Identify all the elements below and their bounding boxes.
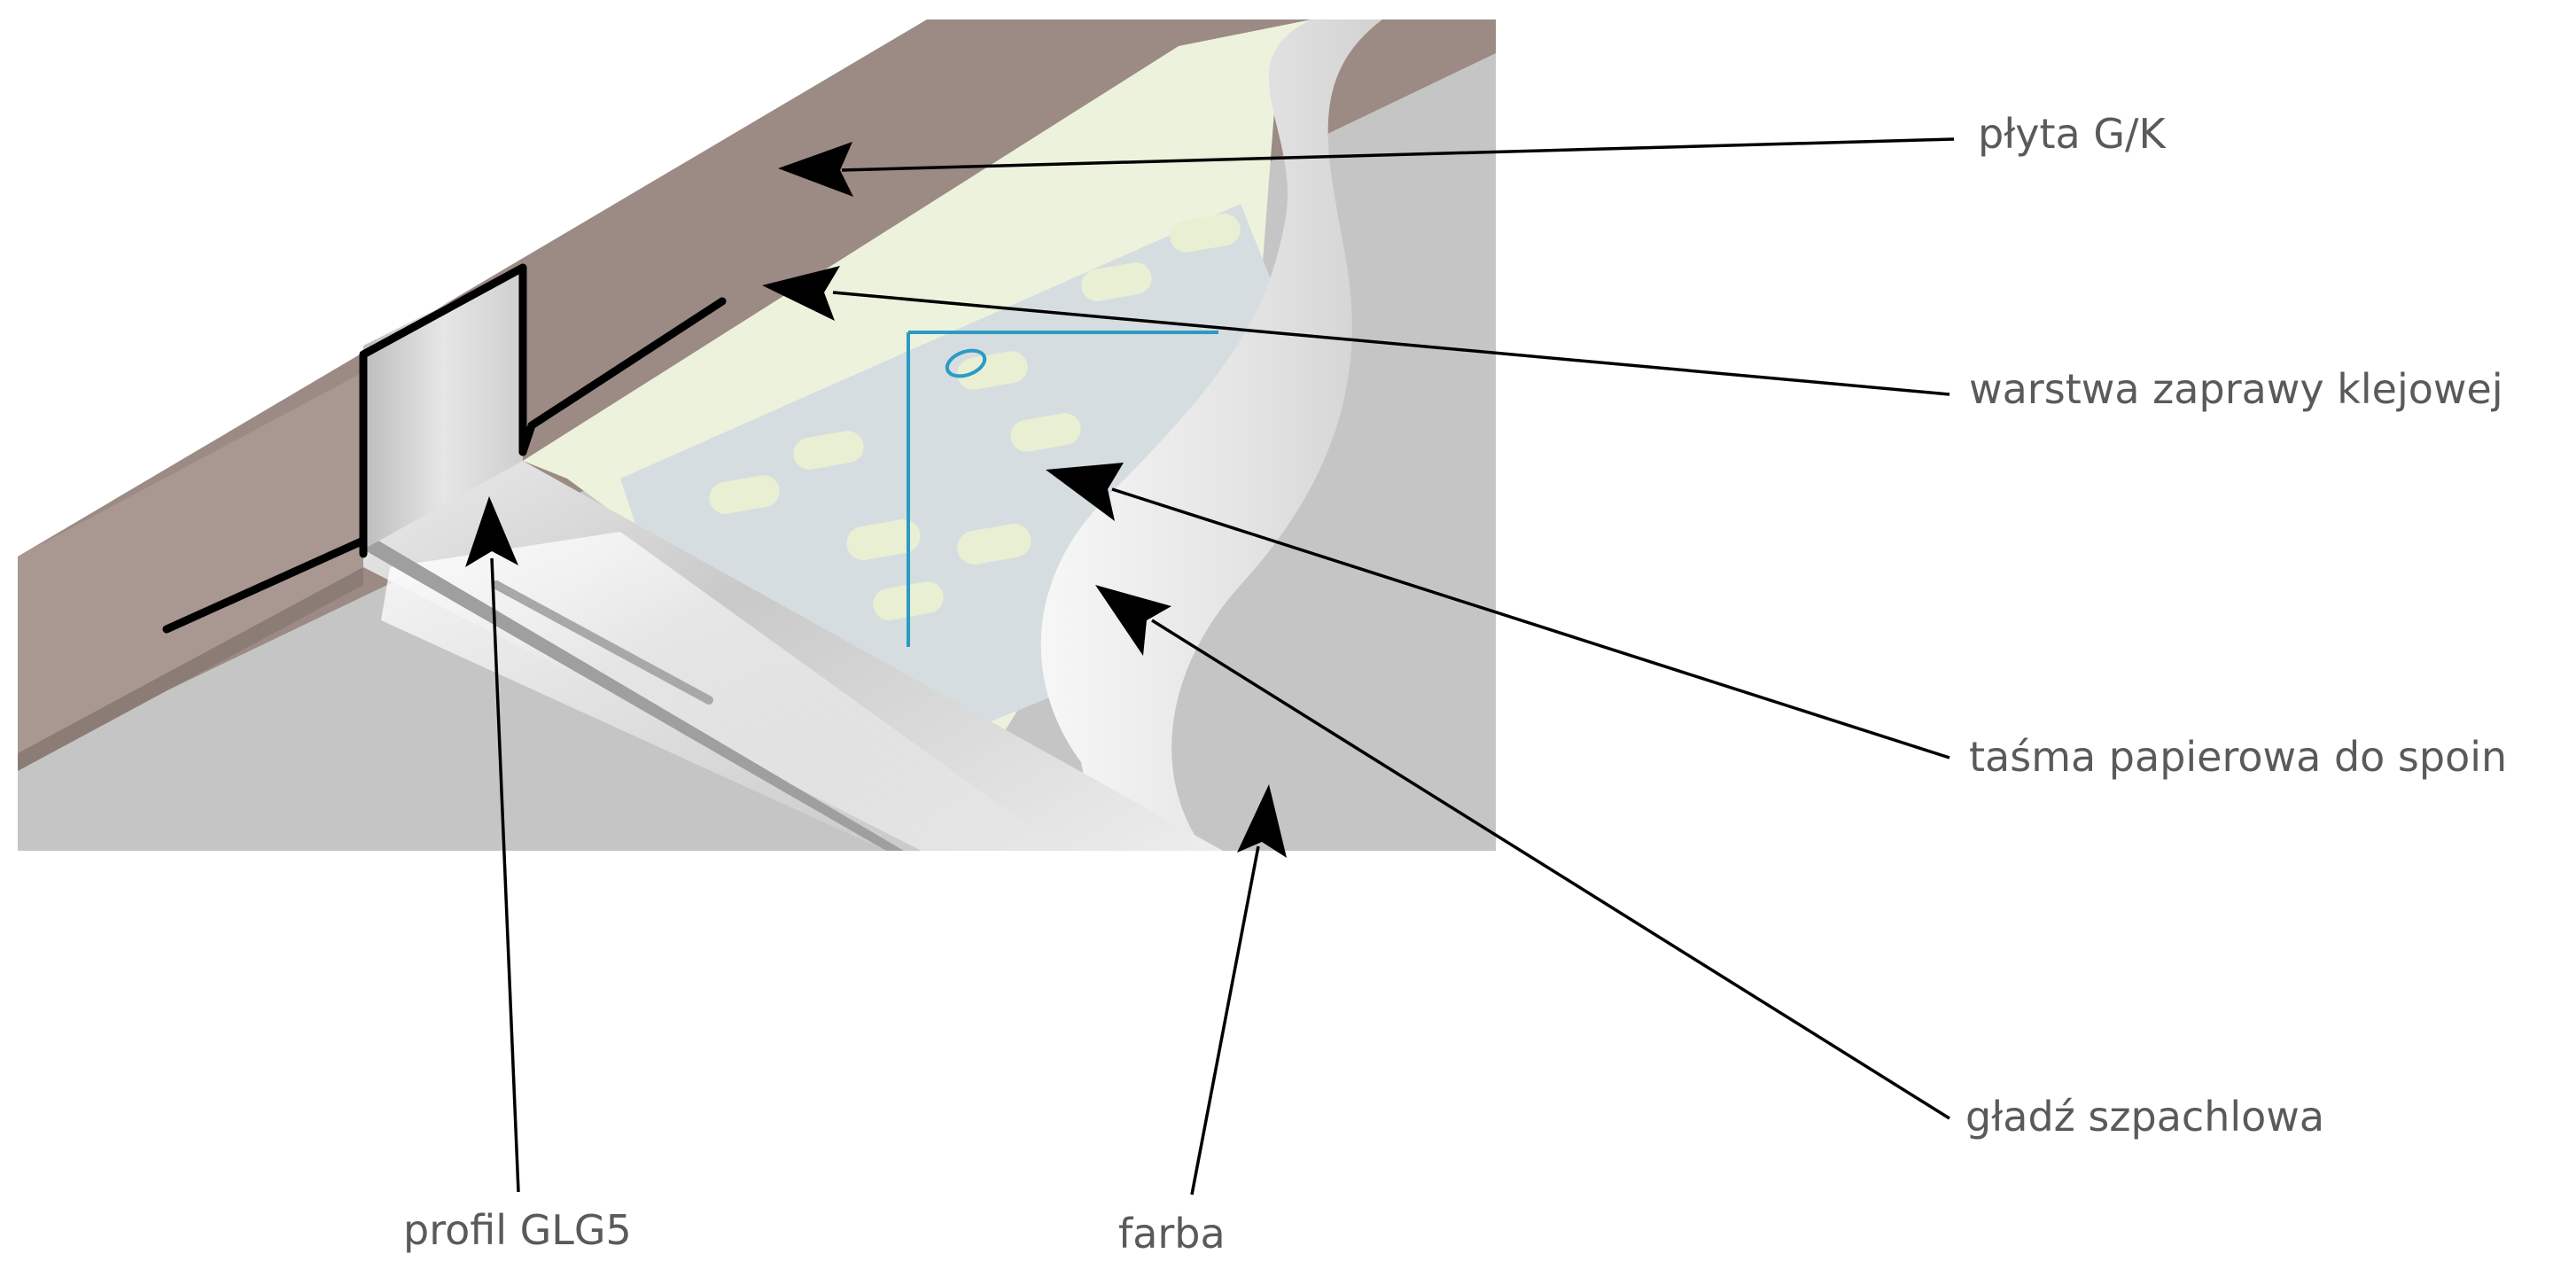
callout-profil [465,496,520,1193]
callout-farba [1190,784,1287,1195]
label-plyta: płyta G/K [1978,110,2167,158]
profile-channel [363,372,1223,851]
label-tasma: taśma papierowa do spoin [1969,733,2507,781]
profile-section-outline [162,263,727,634]
arrowhead-farba [1237,784,1287,858]
profile-lower-flange [363,532,904,851]
arrowhead-profil [465,496,518,567]
label-zaprawa: warstwa zaprawy klejowej [1969,365,2503,413]
putty-layer [1040,19,1382,851]
profile-rib [492,580,713,705]
plasterboard-edge-shadow [18,567,363,771]
arrowhead-tasma [1046,463,1124,521]
arrowhead-plyta [778,142,853,197]
callout-tasma [1046,463,1950,759]
illustration [18,19,1496,851]
plasterboard-edge [18,372,363,762]
dimension-marks [907,331,1218,647]
label-farba: farba [1118,1210,1226,1258]
label-profil: profil GLG5 [403,1206,632,1254]
arrowhead-zaprawa [762,266,840,321]
label-gladz: gładź szpachlowa [1965,1093,2324,1141]
callout-zaprawa [762,266,1950,396]
arrowhead-gladz [1095,585,1171,656]
callout-gladz [1095,585,1950,1120]
callout-plyta [778,137,1955,197]
